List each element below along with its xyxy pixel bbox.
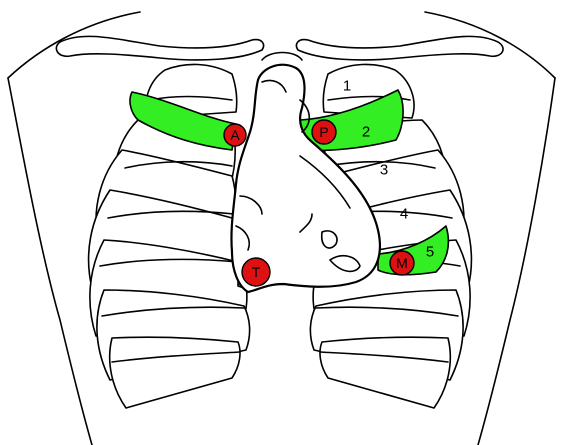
intercostal-number: 1: [343, 78, 351, 95]
sternum-notch: [262, 53, 302, 61]
clavicles: [56, 36, 503, 60]
marker-mitral: M: [390, 251, 414, 275]
intercostal-number: 2: [362, 124, 370, 141]
marker-aortic: A: [224, 124, 246, 146]
marker-label: T: [252, 264, 261, 280]
marker-label: M: [396, 255, 408, 271]
marker-label: A: [230, 127, 240, 143]
marker-label: P: [319, 124, 328, 140]
intercostal-number: 5: [426, 244, 434, 261]
marker-tricuspid: T: [242, 258, 270, 286]
marker-pulmonic: P: [312, 120, 336, 144]
intercostal-number: 3: [380, 162, 388, 179]
intercostal-number: 4: [400, 206, 408, 223]
